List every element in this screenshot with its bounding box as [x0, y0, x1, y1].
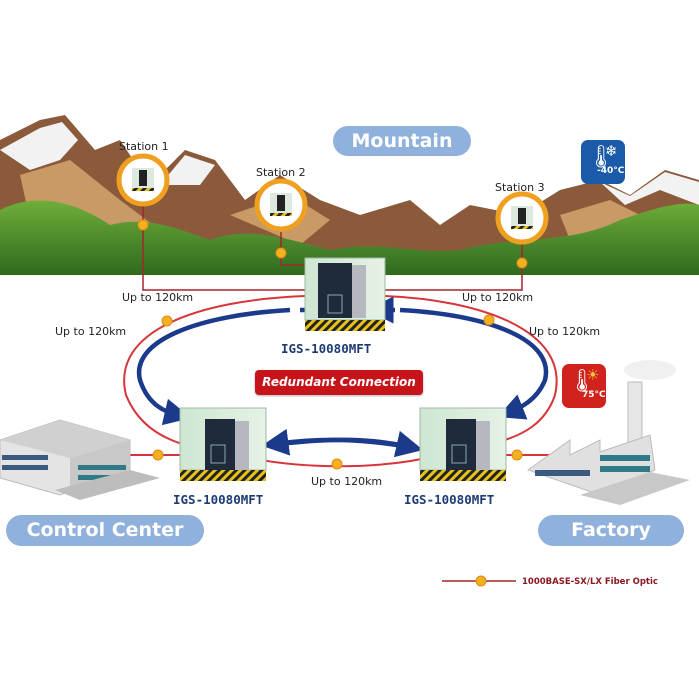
distance-label: Up to 120km — [55, 325, 127, 338]
station-1-icon — [116, 153, 170, 207]
switch-model-right: IGS-10080MFT — [404, 492, 495, 507]
snowflake-icon: ❄ — [605, 142, 618, 160]
station-1-label: Station 1 — [119, 140, 169, 153]
thermometer-icon: 🌡 — [568, 369, 596, 394]
cold-temperature-badge: 🌡 ❄ -40°C — [581, 140, 625, 184]
fiber-connectors — [137, 219, 528, 470]
redundant-connection-badge: Redundant Connection — [255, 370, 423, 395]
region-control-center-label: Control Center — [6, 515, 204, 546]
region-mountain-label: Mountain — [333, 126, 471, 156]
connector-dot — [275, 247, 287, 259]
legend-label: 1000BASE-SX/LX Fiber Optic — [522, 577, 658, 587]
station-3-label: Station 3 — [495, 181, 545, 194]
connector-dot — [137, 219, 149, 231]
thermometer-icon: 🌡 — [587, 145, 615, 170]
switch-model-left: IGS-10080MFT — [173, 492, 264, 507]
factory-building — [526, 360, 690, 505]
sun-icon: ☀ — [586, 366, 600, 384]
control-center-building — [0, 419, 160, 500]
legend-line — [442, 575, 516, 587]
connector-dot — [331, 458, 343, 470]
station-2-label: Station 2 — [256, 166, 306, 179]
distance-label: Up to 120km — [462, 291, 534, 304]
distance-label: Up to 120km — [122, 291, 194, 304]
station-3-icon — [495, 191, 549, 245]
hot-temperature-value: 75°C — [582, 390, 606, 400]
switch-model-top: IGS-10080MFT — [281, 341, 372, 356]
station-2-icon — [254, 178, 308, 232]
switch-enclosure-right — [419, 407, 507, 481]
connector-dot — [152, 449, 164, 461]
switch-enclosure-left — [179, 407, 267, 481]
connector-dot — [511, 449, 523, 461]
connector-dot — [161, 315, 173, 327]
region-factory-label: Factory — [538, 515, 684, 546]
connector-dot — [483, 314, 495, 326]
cold-temperature-value: -40°C — [597, 166, 625, 176]
distance-label: Up to 120km — [529, 325, 601, 338]
distance-label: Up to 120km — [311, 475, 383, 488]
connector-dot — [516, 257, 528, 269]
hot-temperature-badge: 🌡 ☀ 75°C — [562, 364, 606, 408]
switch-enclosure-top — [304, 257, 386, 331]
